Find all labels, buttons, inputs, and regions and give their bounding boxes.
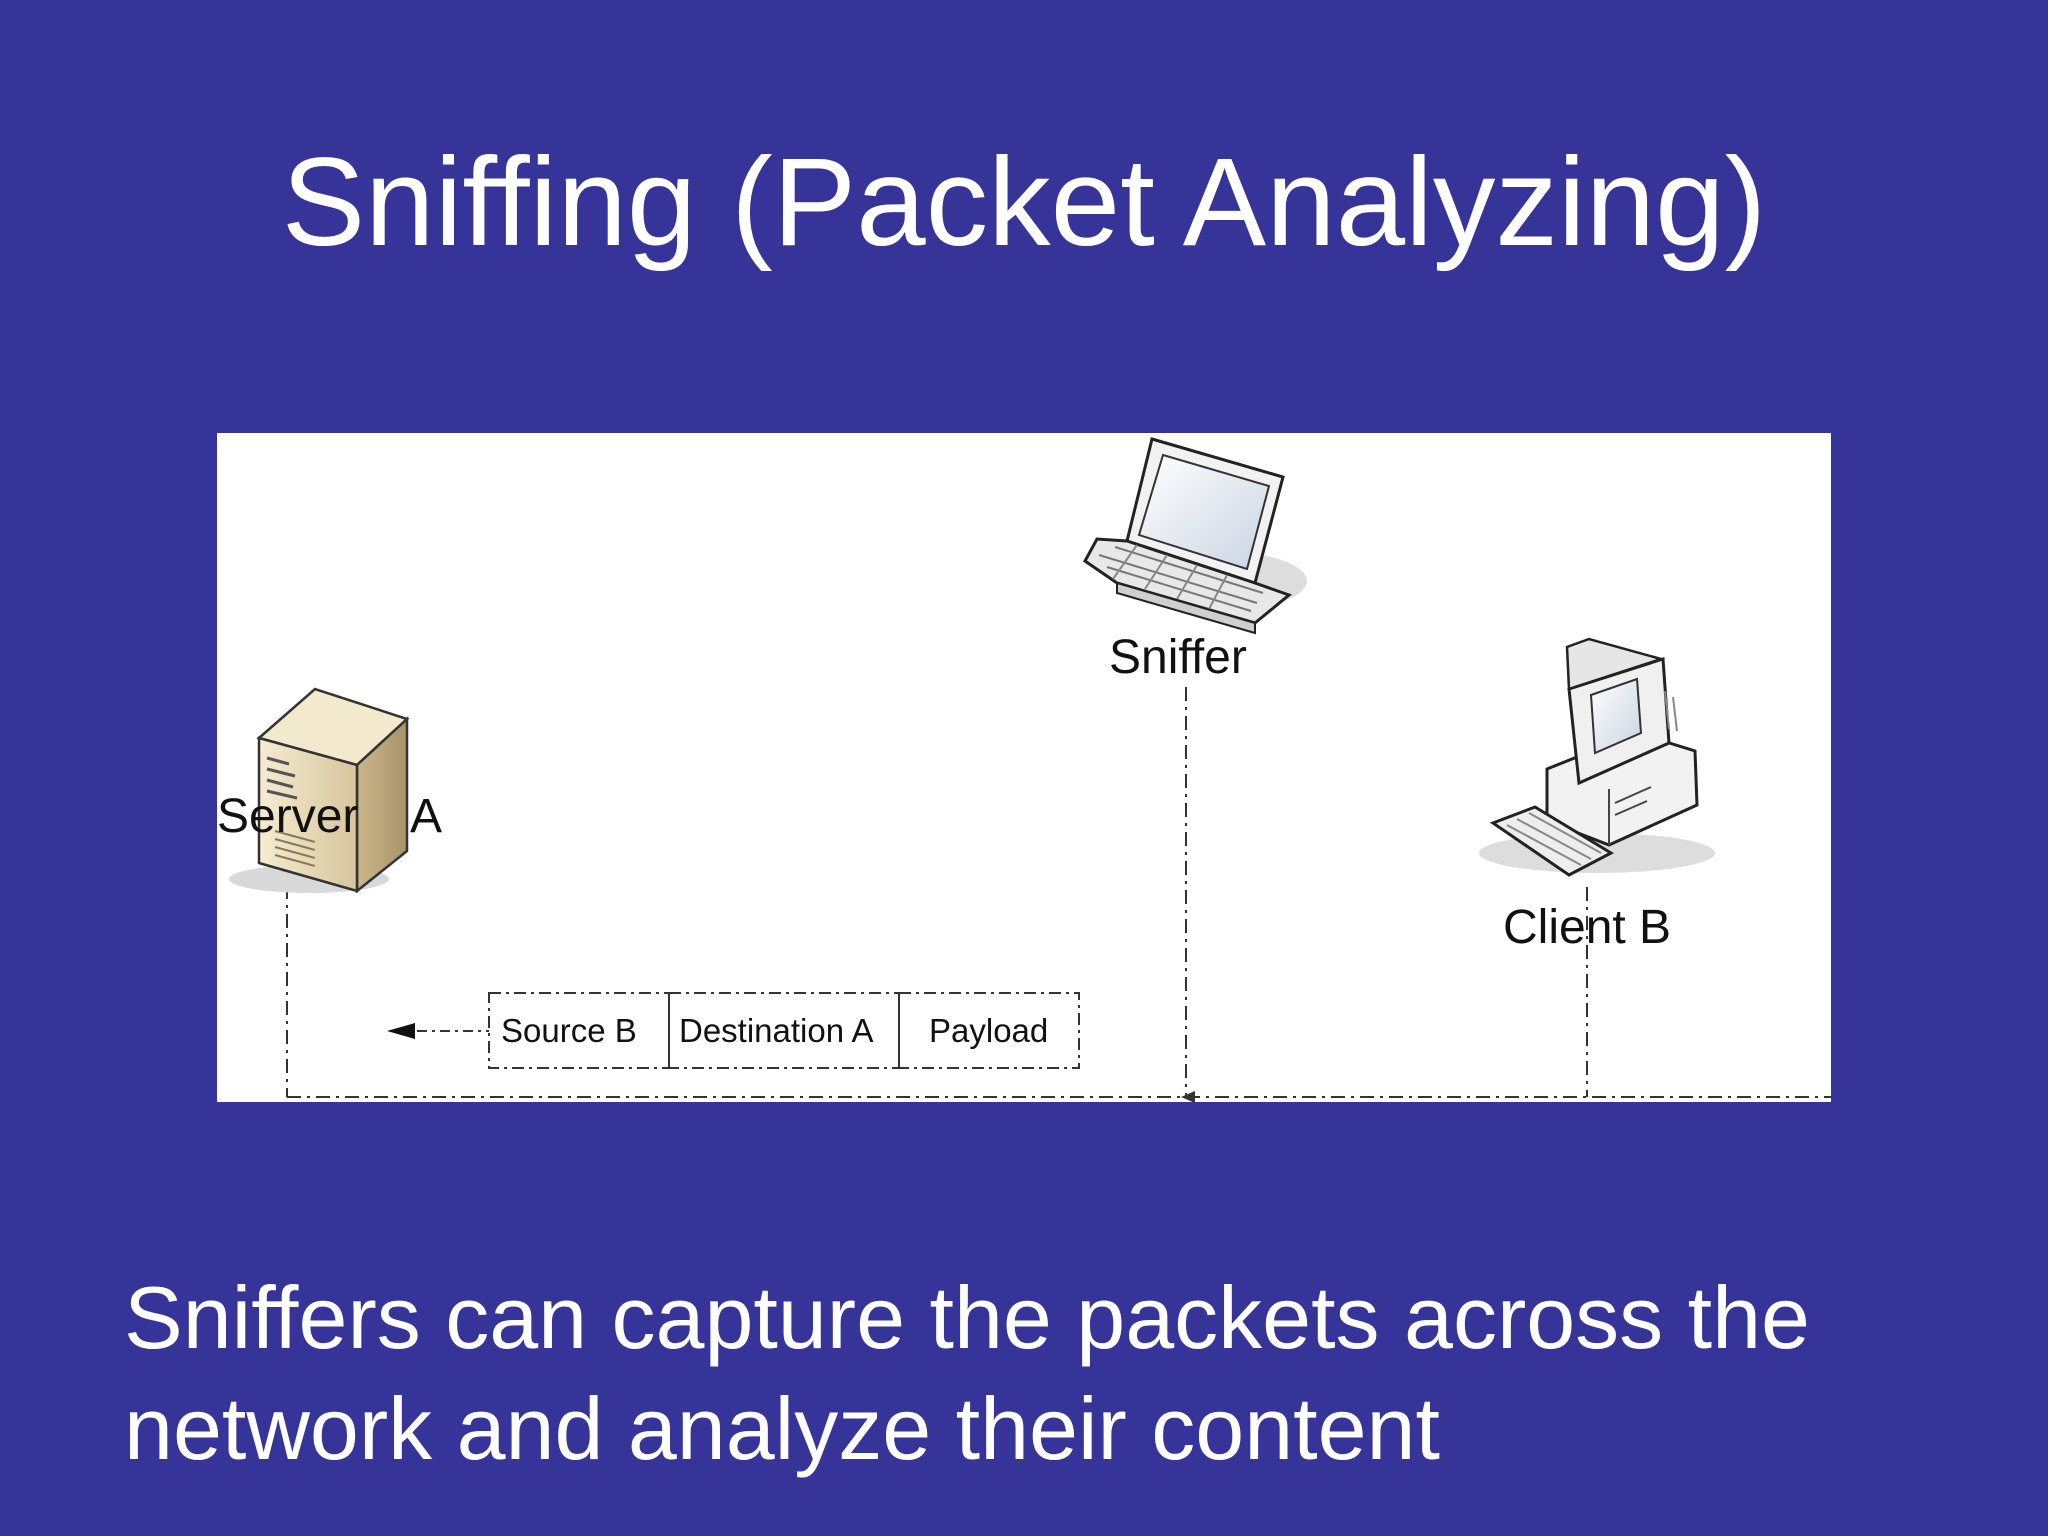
packet-field-payload: Payload [929,1012,1048,1049]
packet-direction-arrow-icon [387,1023,415,1039]
client-label: Client B [1503,901,1671,954]
sniffer-label: Sniffer [1109,631,1247,684]
bus-arrow-head [1181,1091,1195,1102]
packet-field-source: Source B [501,1012,637,1049]
laptop-icon [1083,437,1307,635]
packet: Source B Destination A Payload [387,992,1080,1069]
network-links [286,687,1831,1098]
body-line-2: network and analyze their content [124,1379,1440,1478]
server-label-word1: Server [217,790,358,843]
packet-field-destination: Destination A [679,1012,873,1049]
server-tower-icon [229,687,410,894]
server-label-word2: A [410,790,442,843]
network-diagram-canvas: Server A Sniffer [217,437,1831,1102]
slide-title: Sniffing (Packet Analyzing) [281,133,1767,272]
network-diagram: Server A Sniffer [217,433,1831,1102]
body-line-1: Sniffers can capture the packets across … [124,1268,1810,1367]
desktop-computer-icon [1479,637,1715,877]
slide-body-text: Sniffers can capture the packets across … [124,1262,1974,1484]
packet-field-box-payload [898,992,1080,1069]
